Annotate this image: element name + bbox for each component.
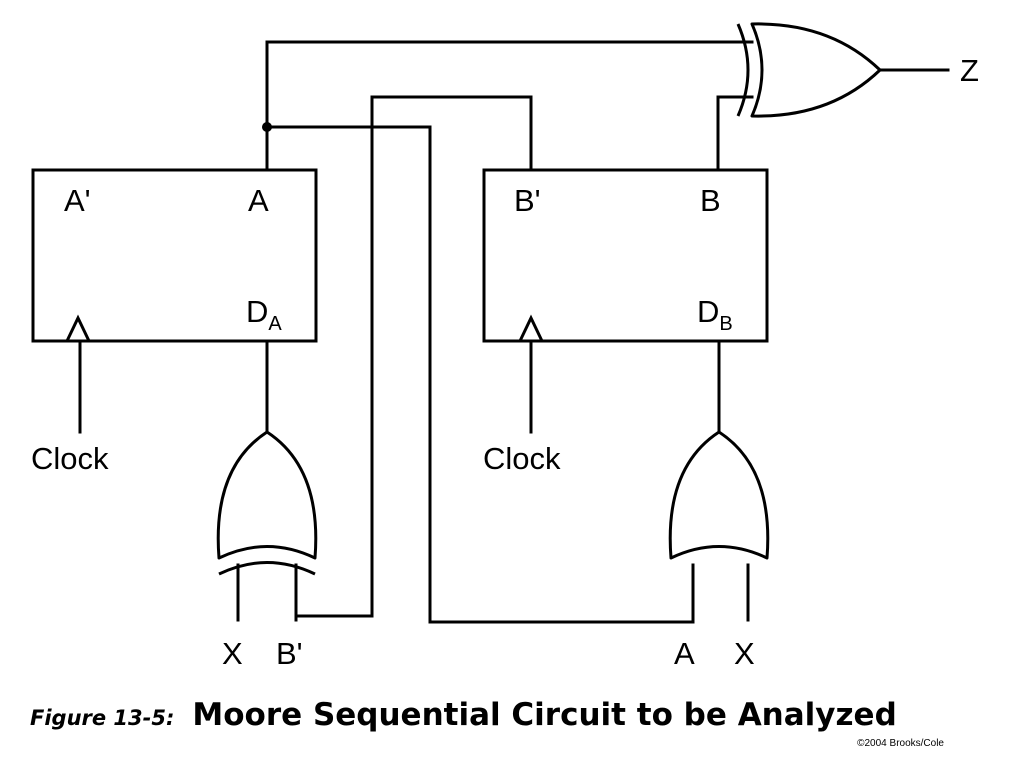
xor-gate-icon [750,22,882,118]
figure-caption: Figure 13-5: Moore Sequential Circuit to … [30,697,897,733]
junction-dot [262,122,272,132]
flipflop-a-d-label: DA [246,294,282,335]
flipflop-b-q-label: B [700,183,721,218]
or-gate-b [668,430,770,560]
flipflop-a-q-label: A [248,183,269,218]
output-z-label: Z [960,53,979,88]
wires [78,40,950,624]
figure-title: Moore Sequential Circuit to be Analyzed [192,697,897,733]
input-bbar-label: B' [276,636,303,671]
flipflop-a-box [31,168,318,343]
flipflop-b-d-label: DB [697,294,733,335]
flipflop-b: B' B DB Clock [482,168,769,476]
xor-gate-icon [216,430,318,560]
input-x-label: X [734,636,755,671]
flipflop-b-box [482,168,769,343]
copyright-notice: ©2004 Brooks/Cole [857,738,944,749]
flipflop-a: A' A DA Clock [31,168,318,476]
flipflop-b-clock-label: Clock [483,441,561,476]
input-a-label: A [674,636,695,671]
xor-gate-a [216,430,318,576]
wire-a-to-xor-top [265,40,754,172]
clock-triangle-icon [65,314,91,342]
xor-input-arc [218,561,316,576]
or-gate-icon [668,430,770,560]
flipflop-a-clock-label: Clock [31,441,109,476]
flipflop-a-qbar-label: A' [64,183,91,218]
wire-b-to-xor-bottom [716,95,754,172]
clock-triangle-icon [518,314,544,342]
figure-number: Figure 13-5: [30,706,175,730]
flipflop-b-qbar-label: B' [514,183,541,218]
xor-input-arc [736,23,750,117]
input-x-label: X [222,636,243,671]
xor-gate-z [736,22,882,118]
